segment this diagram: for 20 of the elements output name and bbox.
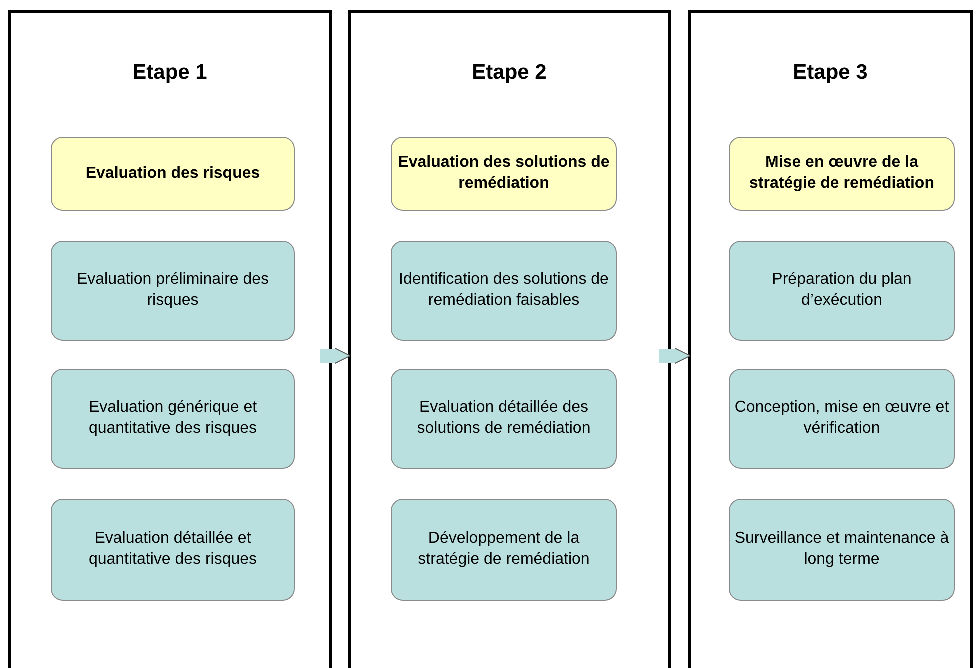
process-box: Préparation du plan d’exécution <box>729 241 955 341</box>
stage-title-box: Evaluation des risques <box>51 137 295 211</box>
process-box: Développement de la stratégie de remédiation <box>391 499 617 601</box>
stage-heading: Etape 2 <box>471 61 548 85</box>
stage-panel <box>348 10 671 668</box>
process-box: Evaluation détaillée et quantitative des risques <box>51 499 295 601</box>
process-box: Evaluation détaillée des solutions de remédiation <box>391 369 617 469</box>
process-box: Conception, mise en œuvre et vérification <box>729 369 955 469</box>
process-box: Surveillance et maintenance à long terme <box>729 499 955 601</box>
stage-title-box: Evaluation des solutions de remédiation <box>391 137 617 211</box>
process-box: Evaluation préliminaire des risques <box>51 241 295 341</box>
stage-panel <box>8 10 332 668</box>
process-box: Evaluation générique et quantitative des risques <box>51 369 295 469</box>
block-arrow <box>320 348 351 364</box>
stage-title-box: Mise en œuvre de la stratégie de remédiation <box>729 137 955 211</box>
process-box: Identification des solutions de remédiation faisables <box>391 241 617 341</box>
stage-heading: Etape 3 <box>792 61 869 85</box>
stage-heading: Etape 1 <box>132 61 208 85</box>
block-arrow <box>659 348 691 364</box>
stage-panel <box>688 10 973 668</box>
